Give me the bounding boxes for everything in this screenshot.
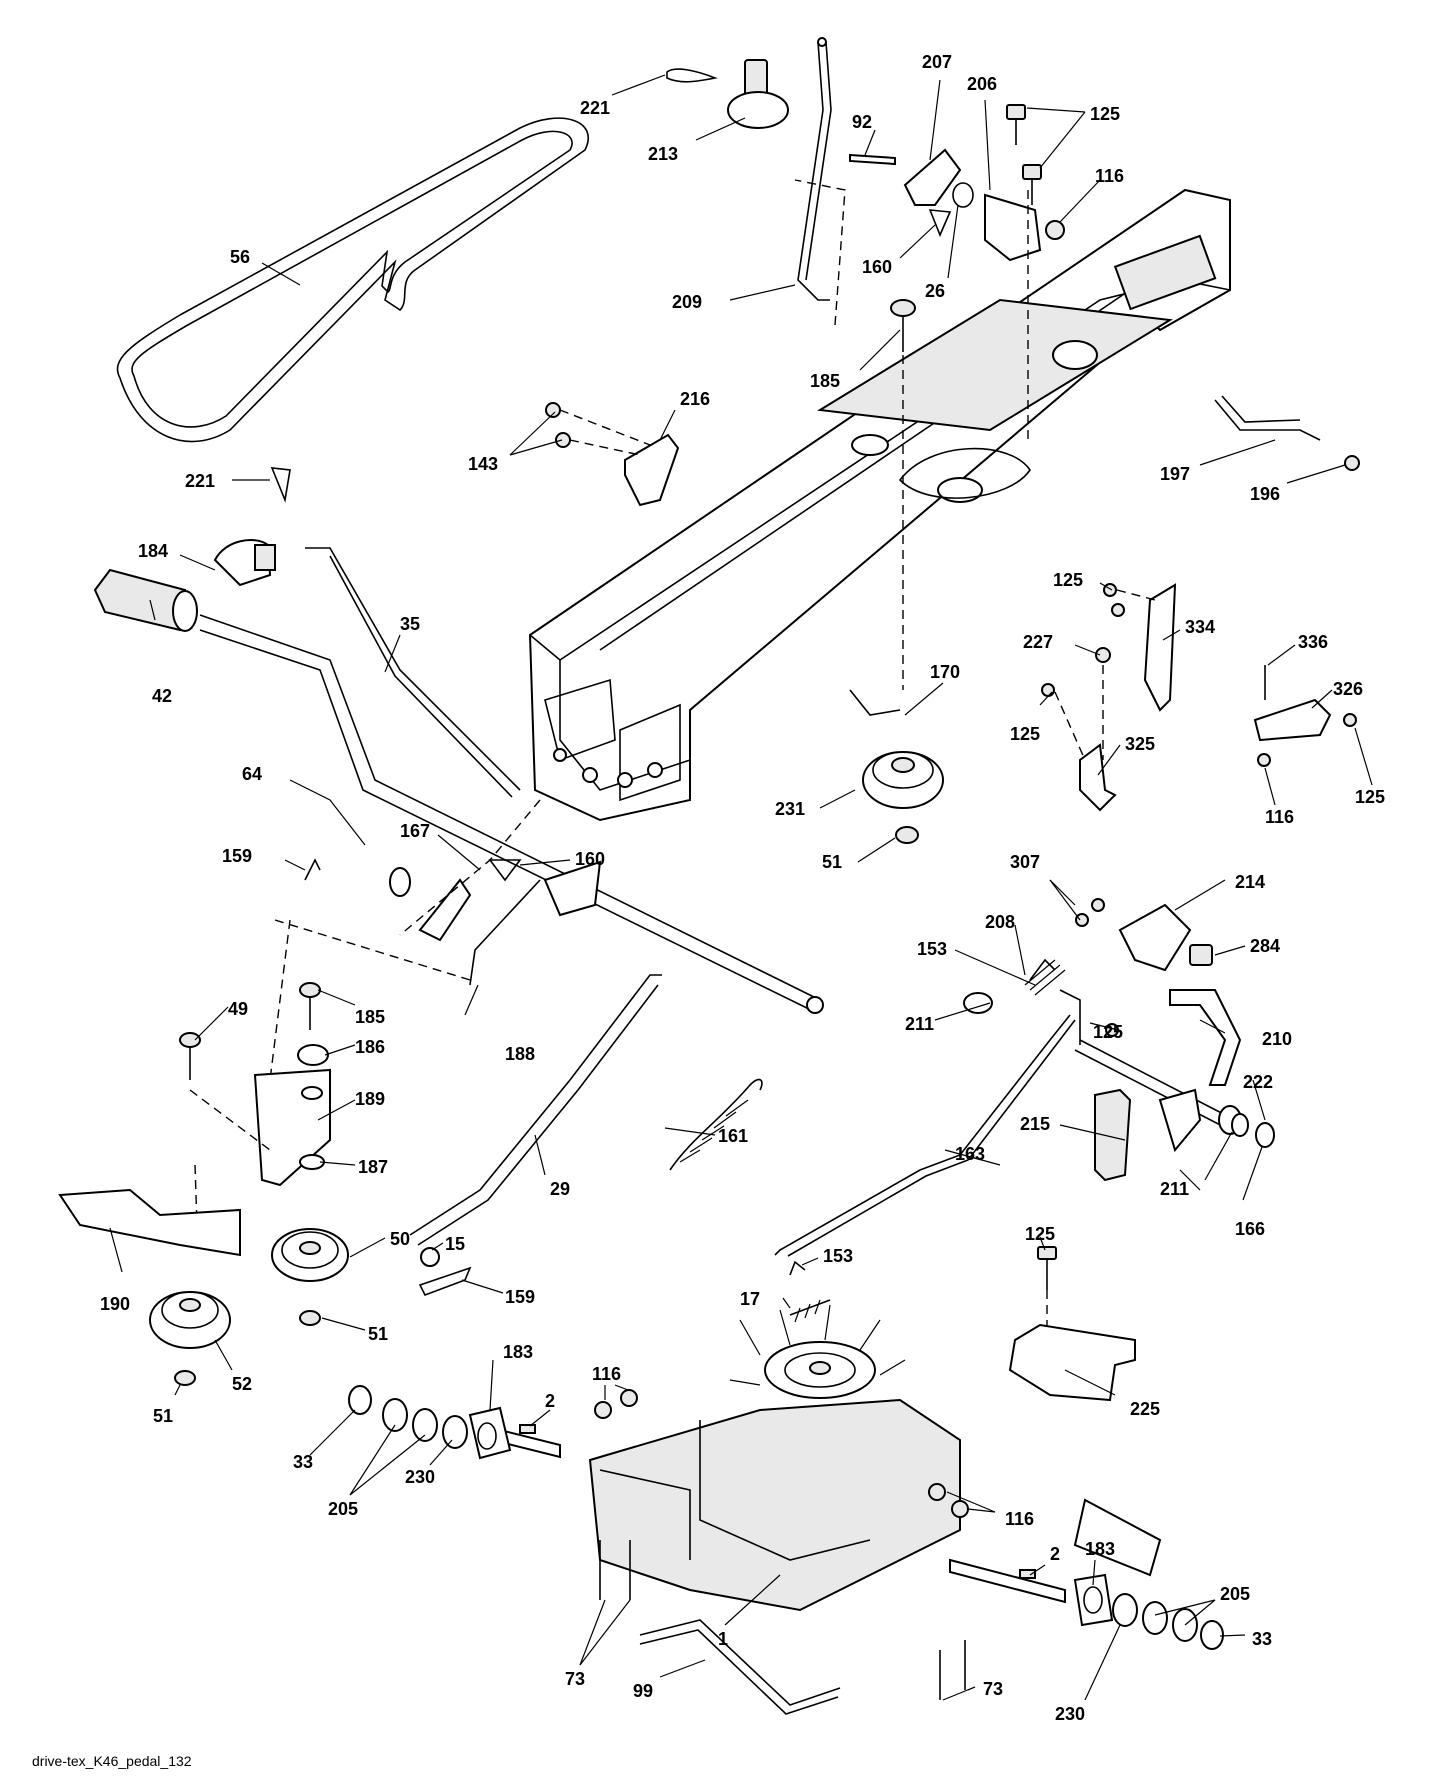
callout: 209 [672,292,702,312]
axle-hardware [348,1385,1224,1715]
callout: 33 [293,1452,313,1472]
tractor-frame [528,188,1231,822]
callout: 231 [775,799,805,819]
callout: 183 [503,1342,533,1362]
callout: 197 [1160,464,1190,484]
callout: 160 [862,257,892,277]
callout: 336 [1298,632,1328,652]
callout: 170 [930,662,960,682]
callout: 116 [1265,807,1294,827]
callout-labels: 221 213 207 92 206 125 116 56 160 26 209… [32,52,1385,1769]
callout: 189 [355,1089,385,1109]
callout: 35 [400,614,420,634]
callout: 208 [985,912,1015,932]
callout: 51 [822,852,842,872]
callout: 51 [153,1406,173,1426]
right-brackets [1041,583,1357,812]
callout: 213 [648,144,678,164]
callout: 51 [368,1324,388,1344]
callout: 205 [328,1499,358,1519]
callout: 26 [925,281,945,301]
callout: 161 [718,1126,748,1146]
callout: 125 [1053,570,1083,590]
callout: 188 [505,1044,535,1064]
callout: 153 [823,1246,853,1266]
callout: 33 [1252,1629,1272,1649]
callout: 325 [1125,734,1155,754]
callout: 214 [1235,872,1265,892]
callout: 216 [680,389,710,409]
callout: 125 [1093,1022,1123,1042]
drive-belt [116,117,589,443]
right-pedal [774,898,1275,1323]
callout: 183 [1085,1539,1115,1559]
callout: 185 [810,371,840,391]
callout: 64 [242,764,262,784]
callout: 2 [545,1391,555,1411]
callout: 187 [358,1157,388,1177]
transaxle [479,1304,1162,1612]
callout: 17 [740,1289,760,1309]
callout: 221 [580,98,610,118]
callout: 116 [1095,166,1124,186]
callout: 205 [1220,1584,1250,1604]
callout: 99 [633,1681,653,1701]
callout: 125 [1355,787,1385,807]
callout: 163 [955,1144,985,1164]
callout: 52 [232,1374,252,1394]
callout: 116 [1005,1509,1034,1529]
callout: 206 [967,74,997,94]
callout: 211 [1160,1179,1189,1199]
callout: 143 [468,454,498,474]
callout: 186 [355,1037,385,1057]
callout: 215 [1020,1114,1050,1134]
callout: 159 [222,846,252,866]
callout: 125 [1025,1224,1055,1244]
callout: 56 [230,247,250,267]
callout: 73 [983,1679,1003,1699]
callout: 307 [1010,852,1040,872]
callout: 185 [355,1007,385,1027]
callout: 222 [1243,1072,1273,1092]
callout: 125 [1010,724,1040,744]
callout: 184 [138,541,168,561]
callout: 167 [400,821,430,841]
callout: 190 [100,1294,130,1314]
lower-plate [1008,1246,1136,1402]
upper-parts [545,37,1360,690]
callout: 227 [1023,632,1053,652]
callout: 230 [1055,1704,1085,1724]
callout: 2 [1050,1544,1060,1564]
callout: 221 [185,471,215,491]
callout: 334 [1185,617,1215,637]
callout: 207 [922,52,952,72]
callout: 42 [152,686,172,706]
callout: 211 [905,1014,934,1034]
pedal-assembly [58,467,944,1386]
callout: 210 [1262,1029,1292,1049]
callout: 196 [1250,484,1280,504]
callout: 159 [505,1287,535,1307]
callout: 230 [405,1467,435,1487]
callout: 153 [917,939,947,959]
callout: 284 [1250,936,1280,956]
callout: 73 [565,1669,585,1689]
callout: 125 [1090,104,1120,124]
callout: 15 [445,1234,465,1254]
callout: 29 [550,1179,570,1199]
callout: 160 [575,849,605,869]
callout: 166 [1235,1219,1265,1239]
callout: 225 [1130,1399,1160,1419]
diagram-caption: drive-tex_K46_pedal_132 [32,1753,192,1769]
callout: 50 [390,1229,410,1249]
callout: 49 [228,999,248,1019]
callout: 326 [1333,679,1363,699]
callout: 116 [592,1364,621,1384]
callout: 1 [718,1629,728,1649]
callout: 92 [852,112,872,132]
leader-lines [109,74,1373,1701]
